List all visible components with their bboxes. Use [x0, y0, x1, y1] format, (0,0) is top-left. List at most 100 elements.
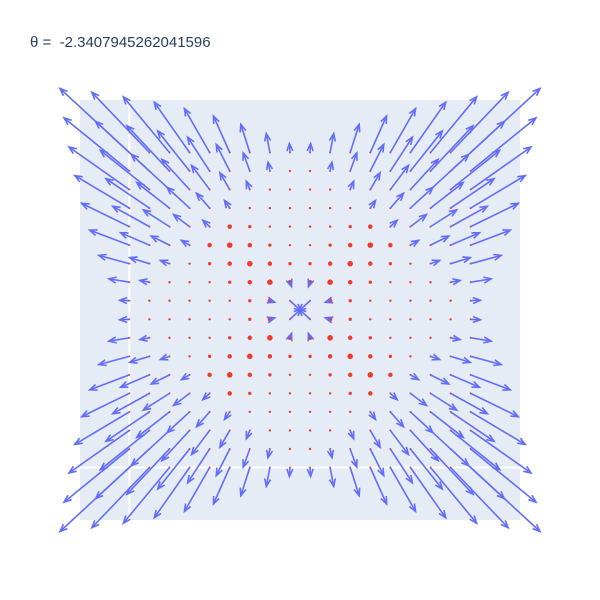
grid-point — [328, 225, 332, 228]
vector-arrow — [212, 113, 231, 153]
grid-point — [268, 429, 272, 432]
grid-point — [368, 224, 373, 229]
vector-arrow — [67, 145, 130, 191]
grid-point — [268, 188, 272, 191]
vector-arrow — [430, 235, 451, 246]
vector-arrow — [165, 411, 191, 435]
vector-arrow — [470, 336, 494, 344]
grid-point — [208, 299, 211, 302]
vector-arrow — [389, 135, 414, 172]
grid-point — [368, 336, 372, 340]
grid-point — [308, 188, 312, 191]
grid-point — [327, 354, 333, 359]
grid-point — [226, 242, 233, 248]
vector-arrow — [285, 278, 293, 289]
vector-arrow — [389, 429, 410, 457]
vector-arrow — [470, 315, 483, 324]
vector-arrow — [242, 448, 251, 470]
grid-point — [227, 224, 232, 229]
grid-point — [429, 336, 432, 339]
vector-arrow — [389, 392, 399, 402]
grid-point — [389, 281, 392, 284]
vector-arrow — [450, 177, 496, 209]
vector-arrow — [218, 170, 231, 190]
vector-arrow — [190, 163, 211, 191]
vector-arrow — [470, 355, 504, 367]
vector-arrow — [368, 198, 377, 209]
vector-arrow — [87, 229, 130, 246]
grid-point — [308, 262, 312, 266]
grid-point — [267, 261, 273, 266]
vector-arrow — [242, 150, 251, 172]
vector-arrow — [430, 259, 442, 267]
grid-point — [288, 373, 292, 377]
grid-point — [188, 299, 191, 302]
grid-point — [228, 280, 232, 284]
vector-arrow — [450, 90, 510, 154]
grid-point — [207, 372, 212, 378]
grid-point — [246, 260, 253, 267]
grid-point — [367, 242, 374, 248]
vector-arrow — [79, 392, 130, 418]
grid-point — [328, 243, 332, 247]
grid-point — [368, 280, 372, 284]
vector-arrow — [430, 392, 459, 412]
vector-arrow — [215, 448, 231, 478]
vector-arrow — [389, 448, 414, 485]
vector-arrow — [245, 430, 253, 441]
vector-arrow — [156, 448, 191, 491]
vector-arrow — [96, 253, 130, 265]
vector-arrow — [239, 467, 251, 498]
vector-arrow — [349, 448, 358, 470]
vector-arrow — [306, 141, 314, 153]
grid-point — [267, 334, 273, 341]
vector-arrow — [470, 229, 513, 246]
grid-point — [288, 429, 292, 432]
vector-arrow — [347, 430, 355, 441]
grid-point — [347, 353, 354, 360]
grid-point — [328, 429, 332, 432]
vector-arrow — [141, 392, 170, 412]
vector-arrow — [160, 157, 191, 191]
vector-arrow — [201, 392, 211, 402]
vector-arrow — [297, 300, 311, 313]
grid-point — [208, 336, 211, 339]
vector-arrow — [141, 208, 170, 228]
vector-arrow — [160, 429, 191, 463]
vector-arrow — [410, 239, 421, 248]
grid-point — [389, 336, 392, 339]
grid-point — [208, 318, 211, 321]
grid-point — [248, 317, 252, 321]
grid-point — [168, 336, 171, 339]
grid-point — [247, 372, 253, 378]
vector-arrow — [179, 239, 190, 248]
vector-arrow — [470, 296, 483, 305]
vector-arrow — [369, 113, 388, 153]
grid-point — [168, 281, 171, 284]
grid-point — [429, 281, 432, 284]
vector-arrow — [104, 411, 150, 443]
vector-arrow — [118, 374, 150, 389]
vector-arrow — [127, 256, 150, 265]
grid-point — [327, 334, 333, 341]
grid-point — [388, 262, 393, 266]
grid-point — [188, 355, 191, 358]
vector-arrow — [223, 411, 232, 422]
vector-arrow — [306, 467, 314, 479]
vector-arrow — [79, 202, 130, 228]
grid-point — [347, 260, 354, 267]
vector-arrow — [307, 278, 315, 289]
vector-arrow — [409, 448, 444, 491]
vector-arrow — [429, 95, 479, 154]
grid-point — [327, 279, 333, 286]
grid-point — [308, 447, 312, 451]
grid-point — [268, 243, 272, 247]
grid-point — [328, 410, 332, 414]
grid-point — [228, 299, 231, 302]
grid-point — [288, 188, 292, 191]
vector-arrow — [165, 185, 191, 209]
vector-arrow — [223, 198, 232, 209]
vector-arrow — [129, 429, 171, 468]
vector-arrow — [470, 145, 533, 191]
vector-arrow — [153, 467, 191, 520]
